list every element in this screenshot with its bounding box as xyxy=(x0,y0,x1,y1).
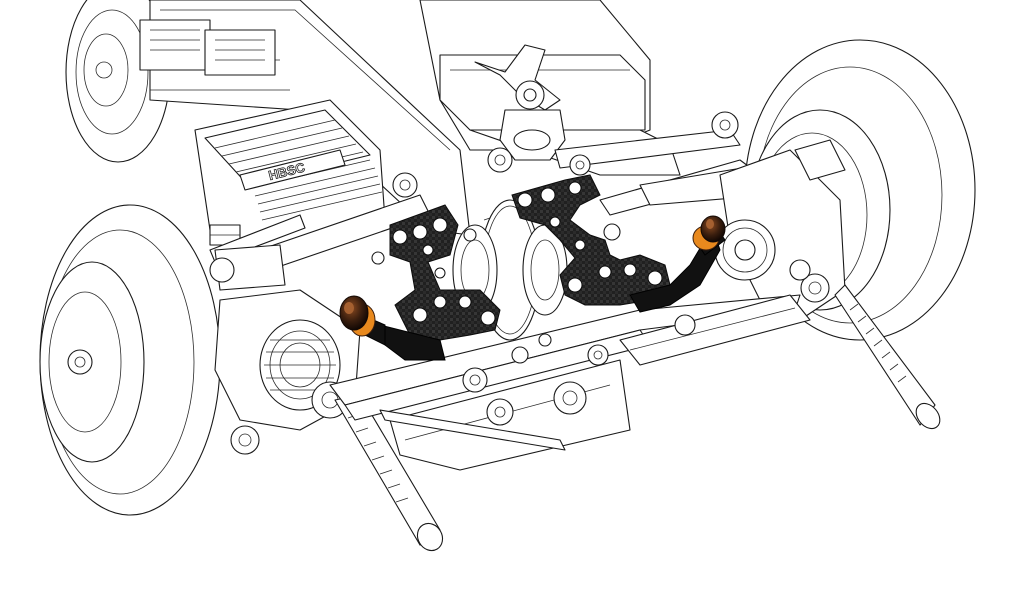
right-carbon-tower xyxy=(511,174,721,313)
servo-saver xyxy=(474,44,566,173)
left-shock-pivot xyxy=(339,295,386,346)
motor-heatsink: HBSC xyxy=(194,99,386,261)
right-knuckle xyxy=(714,139,846,321)
front-left-wheel xyxy=(39,204,221,516)
fasteners xyxy=(371,223,621,364)
right-shock-pivot xyxy=(692,215,726,256)
left-knuckle xyxy=(214,289,361,455)
left-axle xyxy=(334,394,444,552)
right-axle xyxy=(834,284,941,430)
right-lower-arm xyxy=(619,294,811,366)
left-upper-links xyxy=(209,172,431,291)
left-carbon-tower xyxy=(379,204,501,361)
